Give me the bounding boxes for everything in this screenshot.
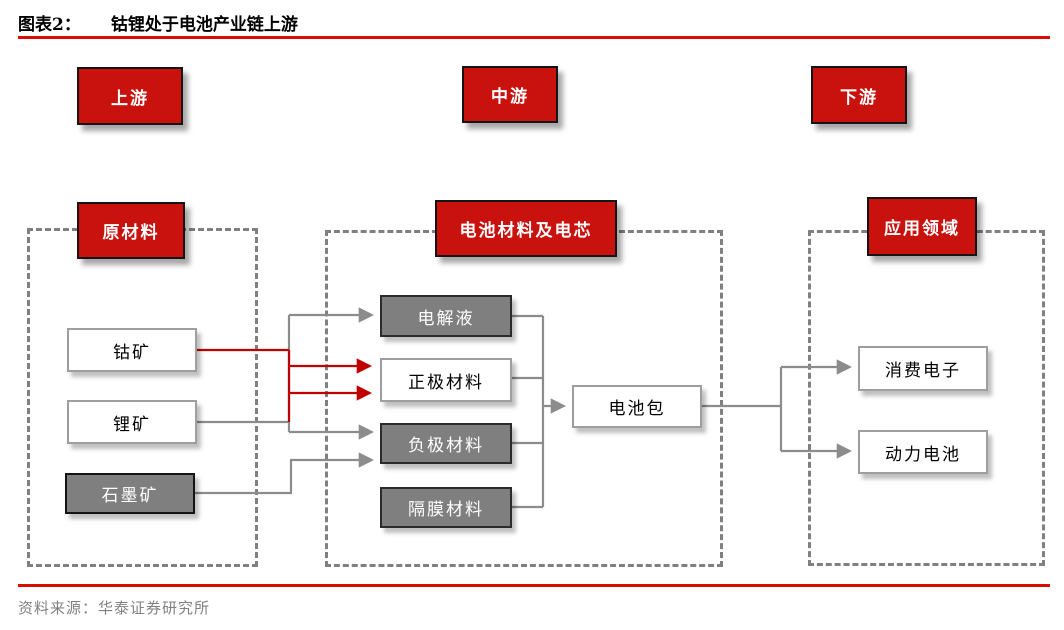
node-electrolyte-label: 电解液 [417, 308, 475, 329]
node-lithium-ore: 锂矿 [67, 400, 197, 444]
node-lithium-ore-label: 锂矿 [113, 414, 151, 435]
node-power-battery: 动力电池 [858, 430, 988, 474]
gray-connectors [193, 307, 853, 509]
source-note: 资料来源：华泰证券研究所 [18, 599, 211, 617]
node-graphite-ore: 石墨矿 [65, 473, 195, 514]
stage-upstream: 上游 [77, 67, 183, 125]
node-power-battery-label: 动力电池 [885, 444, 961, 465]
node-cathode-material: 正极材料 [380, 358, 512, 402]
stage-downstream: 下游 [811, 66, 907, 124]
node-separator-material-label: 隔膜材料 [408, 500, 484, 520]
node-electrolyte: 电解液 [380, 295, 512, 337]
node-battery-pack-label: 电池包 [608, 399, 666, 419]
figure-caption: 图表2： 钴锂处于电池产业链上游 [18, 10, 298, 35]
figure-number: 图表2： [18, 15, 81, 35]
stage-midstream: 中游 [462, 66, 558, 123]
figure-title: 钴锂处于电池产业链上游 [110, 15, 298, 35]
node-consumer-electronics-label: 消费电子 [885, 361, 961, 381]
node-separator-material: 隔膜材料 [380, 487, 512, 528]
node-cobalt-ore: 钴矿 [67, 328, 197, 372]
node-battery-pack: 电池包 [572, 385, 702, 428]
node-cobalt-ore-label: 钴矿 [113, 342, 151, 363]
red-connectors [197, 348, 373, 422]
top-rule [18, 36, 1050, 39]
node-anode-material: 负极材料 [380, 423, 512, 464]
node-cathode-material-label: 正极材料 [408, 372, 484, 393]
section-header-applications: 应用领域 [867, 197, 977, 256]
section-header-raw-materials: 原材料 [77, 202, 185, 259]
stage-downstream-label: 下游 [840, 87, 878, 108]
stage-midstream-label: 中游 [491, 87, 529, 107]
bottom-rule [18, 584, 1050, 587]
node-anode-material-label: 负极材料 [408, 436, 484, 456]
node-consumer-electronics: 消费电子 [858, 346, 988, 391]
section-header-battery-materials-label: 电池材料及电芯 [459, 221, 593, 241]
section-header-raw-materials-label: 原材料 [102, 223, 160, 243]
stage-upstream-label: 上游 [111, 88, 149, 109]
section-header-battery-materials: 电池材料及电芯 [435, 200, 617, 257]
node-graphite-ore-label: 石墨矿 [101, 486, 159, 506]
section-header-applications-label: 应用领域 [884, 219, 960, 239]
